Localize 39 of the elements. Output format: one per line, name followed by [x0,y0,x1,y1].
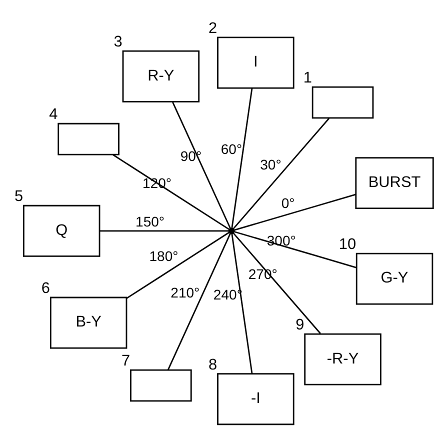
node-label: 6 [41,280,50,297]
connector [112,154,230,230]
connector [168,232,231,370]
node-box: I [217,36,294,88]
connector [234,230,357,268]
edge-label: 30° [260,156,282,172]
edge-label: 210° [170,284,200,300]
node-box [130,368,192,402]
connector [231,87,253,228]
edge-label: 180° [149,248,178,264]
node-label: 2 [208,19,218,36]
node-box [312,86,374,118]
node-label: 7 [122,352,130,370]
node-box: -I [217,372,294,425]
node-label: 10 [338,236,356,253]
node-label: 4 [49,106,58,123]
connector [232,232,321,334]
node-box: B-Y [50,296,128,348]
connector [234,193,356,230]
node-label: 1 [303,69,312,86]
node-box [58,122,120,155]
connector [231,233,253,374]
node-label: 8 [208,356,218,373]
connector [100,230,229,232]
node-box: G-Y [356,252,434,304]
connector [232,117,330,229]
edge-label: 0° [281,194,295,211]
node-box: R-Y [122,50,200,102]
node-label: 3 [114,33,122,50]
edge-label: 150° [136,213,165,230]
connector [126,231,230,298]
node-point [228,227,235,234]
node-box: Q [22,204,100,256]
node-box: BURST [355,156,434,209]
node-label: 5 [14,188,24,205]
edge-label: 60° [220,140,242,156]
connector [172,101,231,228]
node-box: -R-Y [304,332,382,385]
node-label: 9 [296,316,304,334]
